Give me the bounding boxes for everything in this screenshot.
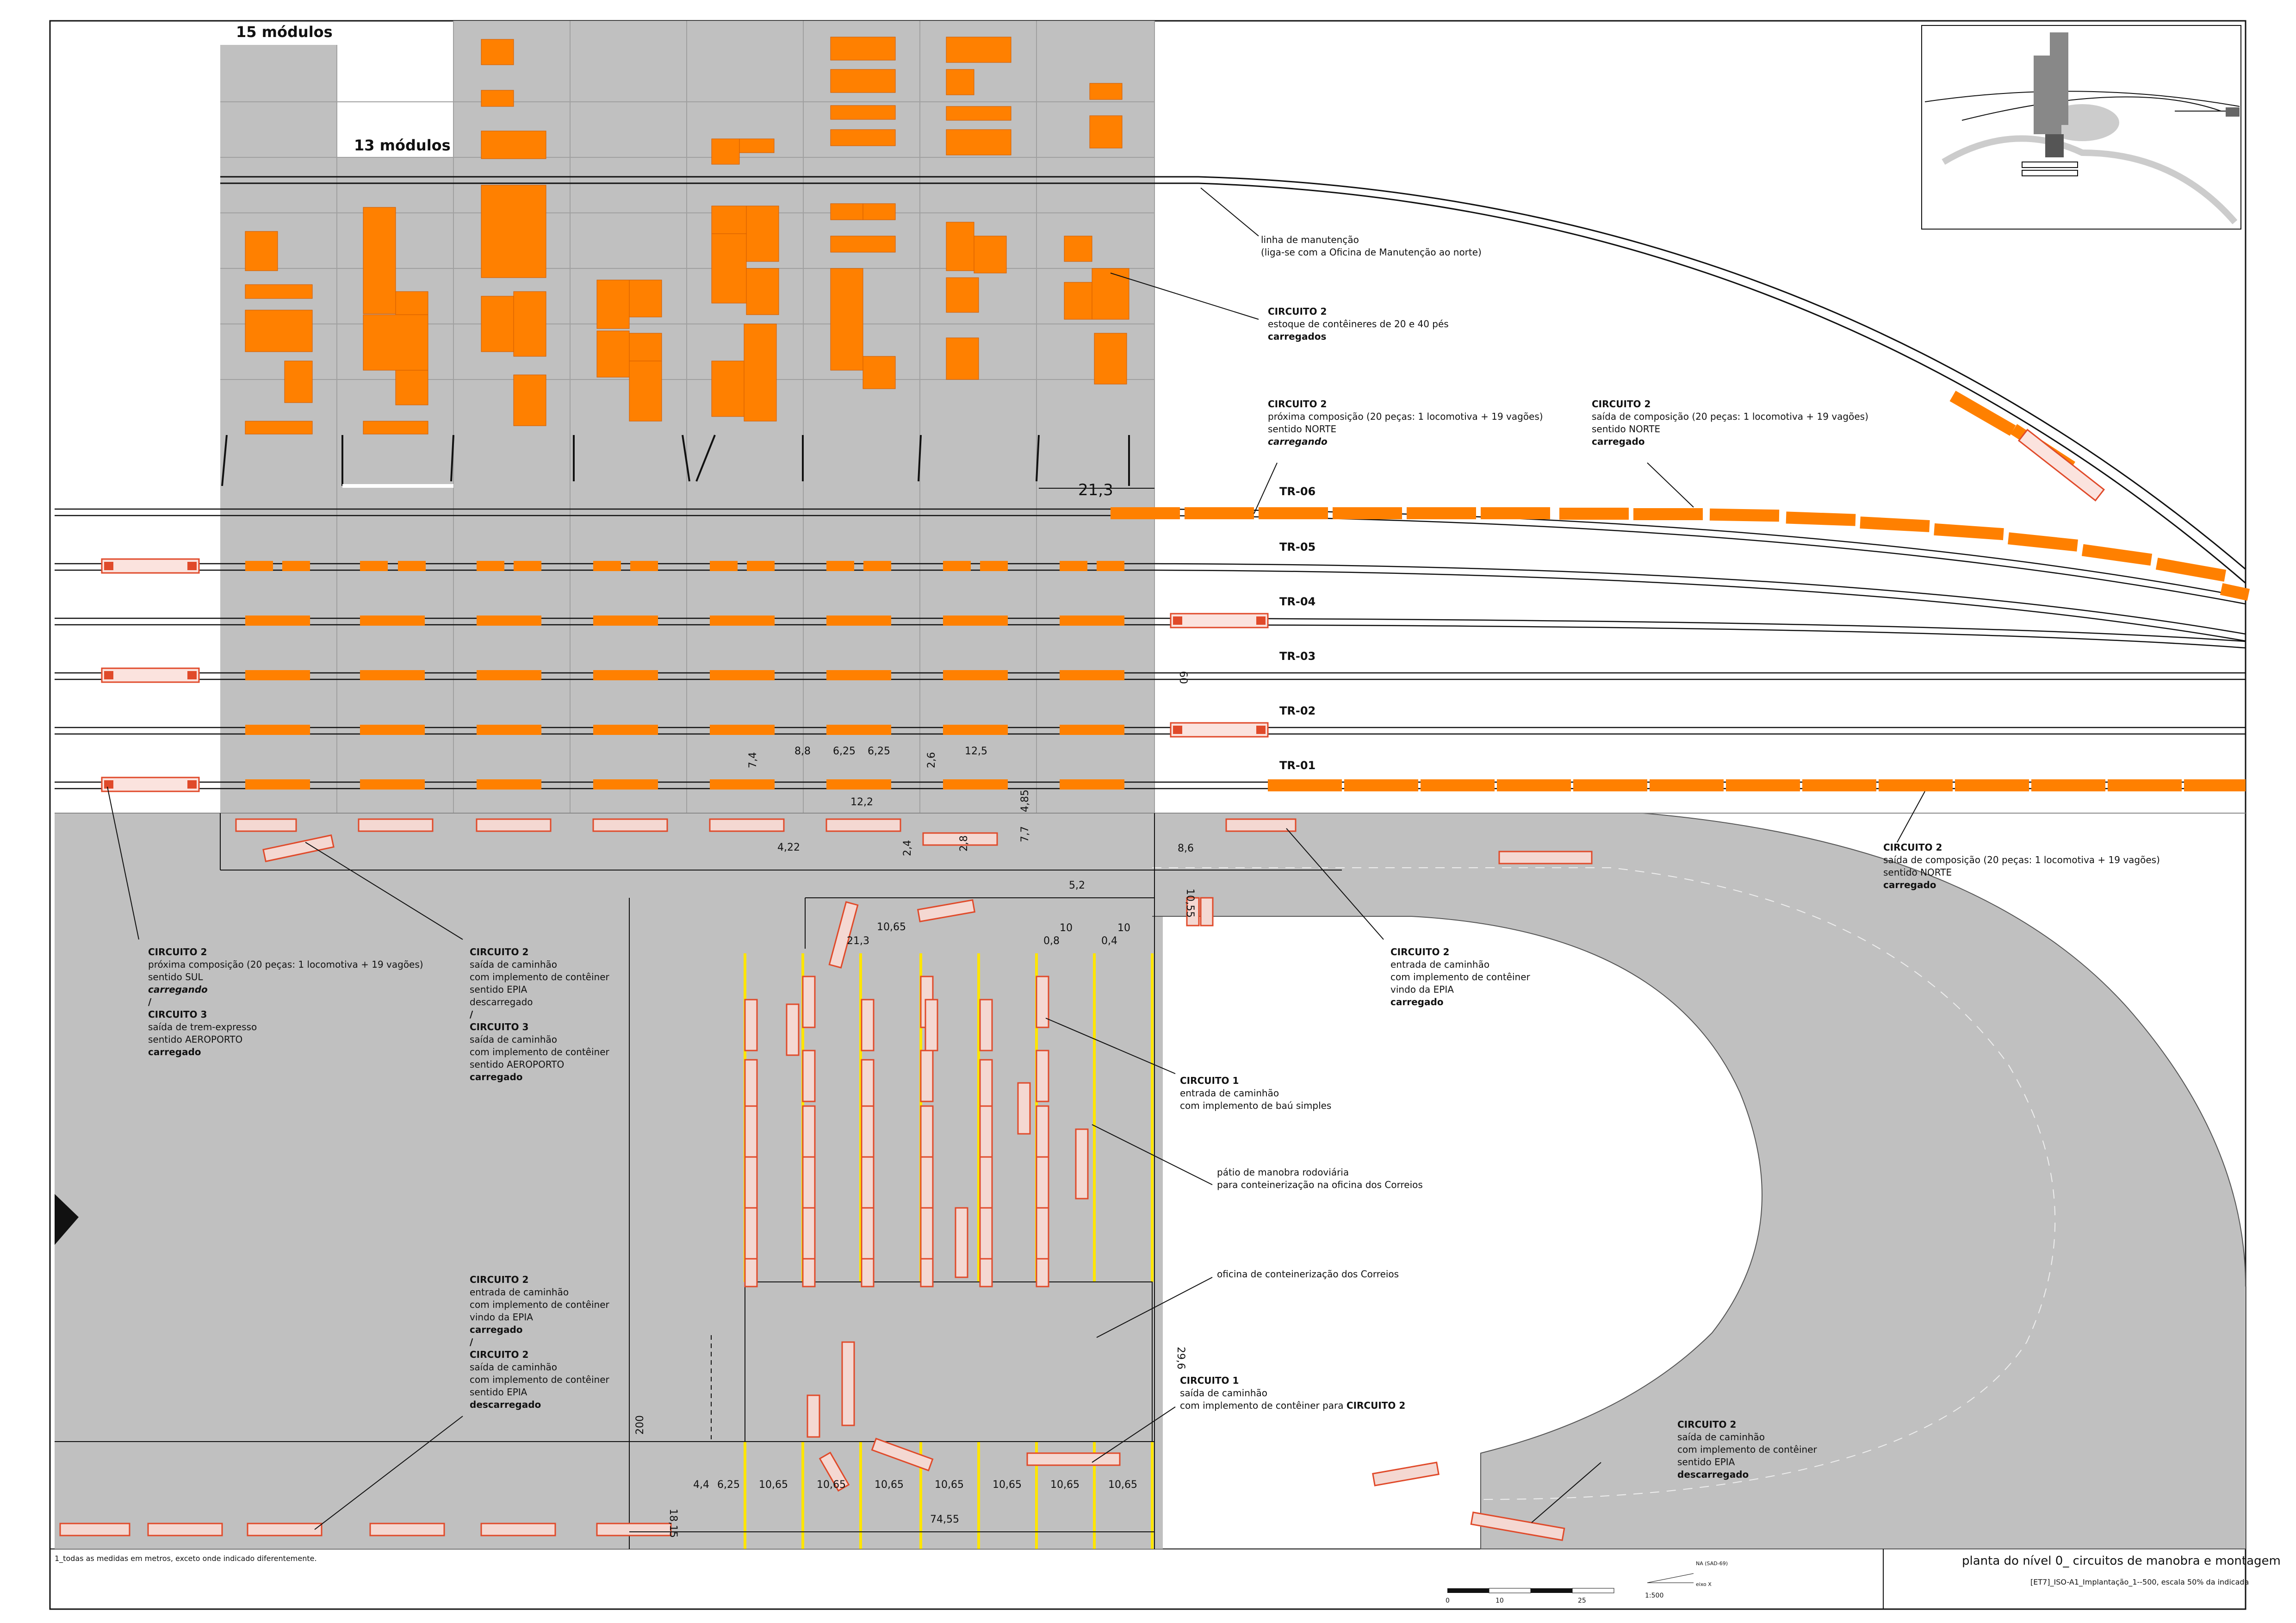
dim: 7,4	[747, 752, 759, 768]
dim: 8,8	[794, 746, 811, 757]
dim: 2,8	[958, 835, 970, 852]
dim: 4,4	[693, 1479, 709, 1491]
container-stack	[245, 37, 1129, 435]
label-c2-truck-exit: CIRCUITO 2 saída de caminhão com impleme…	[470, 946, 609, 1082]
dim: 8,6	[1178, 843, 1194, 854]
dim: 10	[1117, 922, 1130, 934]
dim: 0,4	[1101, 935, 1117, 947]
axis-label: eixo X	[1696, 1581, 1712, 1587]
trucks	[59, 818, 1593, 1541]
dim: 200	[634, 1415, 646, 1435]
scale-label: 25	[1578, 1597, 1586, 1604]
dim: 12,2	[850, 796, 873, 808]
label-maintenance: linha de manutenção (liga-se com a Ofici…	[1261, 234, 1482, 258]
key-plan	[1921, 25, 2241, 230]
label-c1-entry: CIRCUITO 1 entrada de caminhão com imple…	[1180, 1075, 1332, 1111]
module-count-15: 15 módulos	[236, 23, 333, 41]
north-label: NA (SAD-69)	[1696, 1561, 1728, 1567]
label-oficina: oficina de conteinerização dos Correios	[1217, 1269, 1399, 1280]
dim: 74,55	[930, 1514, 959, 1525]
label-c1-exit: CIRCUITO 1 saída de caminhão com impleme…	[1180, 1375, 1406, 1411]
dim: 4,22	[777, 842, 800, 853]
dim: 10,65	[935, 1479, 964, 1491]
dim: 29,6	[1175, 1347, 1186, 1369]
dim: 10,65	[1108, 1479, 1137, 1491]
dim: 2,6	[926, 752, 937, 768]
departing-train-tr01	[1268, 779, 2246, 791]
road-loop	[1152, 813, 2246, 1549]
module-count-13: 13 módulos	[354, 137, 451, 154]
leader-lines	[107, 187, 1925, 1530]
label-c2-exit-north: CIRCUITO 2 saída de composição (20 peças…	[1592, 398, 1868, 447]
dim: 10	[1060, 922, 1073, 934]
track-tag: TR-04	[1279, 595, 1316, 608]
dim: 7,7	[1019, 826, 1031, 842]
scale-ratio: 1:500	[1645, 1592, 1664, 1599]
dim: 10,55	[1184, 889, 1196, 918]
dim: 21,3	[847, 935, 869, 947]
departing-train-north	[1111, 507, 2250, 601]
scale-label: 0	[1446, 1597, 1450, 1604]
dim: 18,15	[667, 1509, 679, 1538]
dim: 10,65	[877, 921, 906, 933]
dim: 4,85	[1019, 790, 1031, 812]
locomotives	[101, 429, 2105, 792]
track-tag: TR-06	[1279, 485, 1316, 498]
drawing-subtitle: [ET7]_ISO-A1_Implantação_1--500, escala …	[2030, 1578, 2249, 1586]
label-c2-exit-north-tr01: CIRCUITO 2 saída de composição (20 peças…	[1883, 842, 2160, 890]
label-c2-next-north: CIRCUITO 2 próxima composição (20 peças:…	[1268, 398, 1543, 447]
dim: 0,8	[1043, 935, 1060, 947]
dim: 12,5	[965, 746, 987, 757]
scale-bar	[1447, 1573, 1694, 1593]
track-tag: TR-02	[1279, 704, 1316, 717]
dim: 10,65	[817, 1479, 846, 1491]
train-wagons	[245, 561, 1124, 790]
dim: 10,65	[875, 1479, 904, 1491]
section-arrow	[55, 1194, 79, 1245]
dim: 10,65	[993, 1479, 1022, 1491]
dim: 6,25	[868, 746, 890, 757]
label-c2-truck-in: CIRCUITO 2 entrada de caminhão com imple…	[1390, 946, 1530, 1007]
dim: 6,25	[833, 746, 856, 757]
drawing-title: planta do nível 0_ circuitos de manobra …	[1962, 1554, 2281, 1568]
track-tag: TR-01	[1279, 759, 1316, 772]
dim: 10,65	[1050, 1479, 1080, 1491]
label-c2-bottom-right: CIRCUITO 2 saída de caminhão com impleme…	[1677, 1419, 1817, 1480]
scale-label: 10	[1496, 1597, 1504, 1604]
track-tag: TR-03	[1279, 650, 1316, 663]
label-c2-left-bottom: CIRCUITO 2 entrada de caminhão com imple…	[470, 1274, 609, 1410]
dim: 6,25	[717, 1479, 740, 1491]
dim: 21,3	[1078, 481, 1113, 499]
label-c2-sul: CIRCUITO 2 próxima composição (20 peças:…	[148, 946, 423, 1057]
label-patio: pátio de manobra rodoviária para contein…	[1217, 1167, 1423, 1190]
dim: 5,2	[1069, 880, 1085, 891]
terminal-slab	[55, 21, 1163, 1549]
dim: 10,65	[759, 1479, 788, 1491]
label-c2-stock: CIRCUITO 2 estoque de contêineres de 20 …	[1268, 306, 1449, 342]
dim: 60	[1177, 671, 1189, 684]
maintenance-line	[220, 176, 2246, 584]
dim: 2,4	[902, 840, 913, 856]
track-tag: TR-05	[1279, 541, 1316, 553]
footnote: 1_todas as medidas em metros, exceto ond…	[55, 1554, 317, 1563]
